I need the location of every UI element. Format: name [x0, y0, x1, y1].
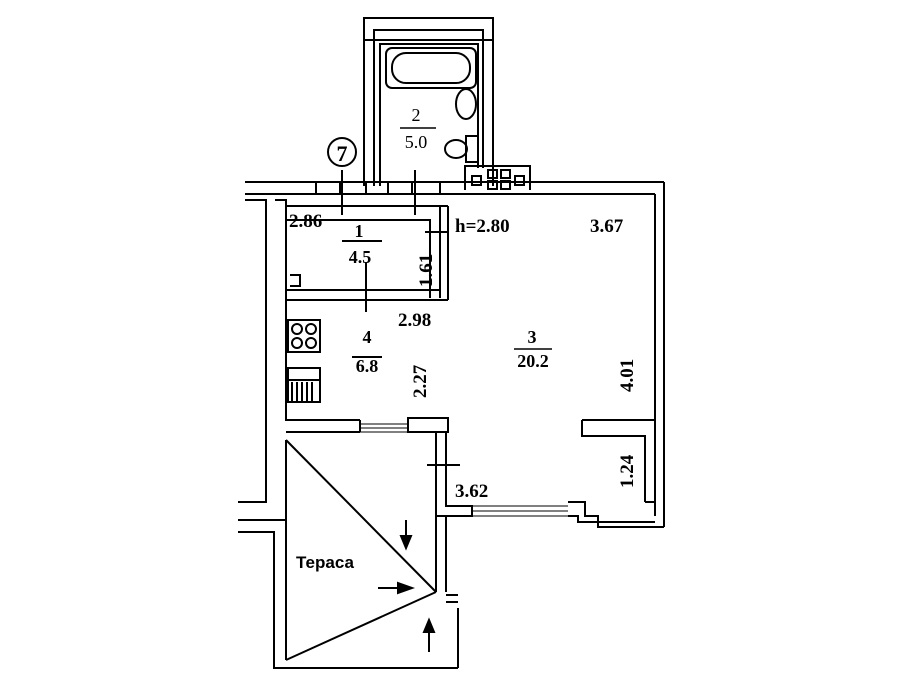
outer-walls	[238, 181, 665, 669]
axis-marker: 7	[337, 141, 348, 166]
dimension-298: 2.98	[398, 310, 431, 331]
wall-ticks	[315, 182, 441, 194]
room-2-area: 5.0	[405, 132, 428, 152]
dimension-286: 2.86	[289, 211, 322, 232]
dimension-367: 3.67	[590, 216, 624, 237]
dimension-401: 4.01	[617, 359, 638, 392]
bathroom-walls	[363, 17, 494, 186]
radiator-icon	[287, 367, 321, 403]
arrow-icon	[378, 520, 436, 652]
room-1-number: 1	[355, 221, 364, 241]
room-4-number: 4	[363, 327, 372, 347]
toilet-icon	[444, 135, 479, 163]
room-3-number: 3	[528, 327, 537, 347]
dimension-161: 1.61	[416, 254, 437, 287]
room-1-walls	[286, 205, 449, 301]
room-2-number: 2	[412, 105, 421, 125]
dimension-362: 3.62	[455, 481, 488, 502]
room-1-area: 4.5	[349, 247, 372, 267]
room-4-area: 6.8	[356, 356, 379, 376]
dimension-227: 2.27	[410, 364, 431, 398]
bathtub-icon	[385, 47, 477, 89]
room-3-area: 20.2	[517, 351, 549, 371]
terrace-walls	[285, 439, 459, 668]
sink-icon	[455, 88, 477, 120]
dimension-280: h=2.80	[455, 216, 510, 237]
dimension-124: 1.24	[617, 454, 638, 488]
stove-icon	[287, 319, 321, 353]
vent-shaft	[464, 165, 531, 190]
terrace-label: Тераса	[296, 553, 354, 572]
axis-marker-circle	[327, 137, 357, 167]
